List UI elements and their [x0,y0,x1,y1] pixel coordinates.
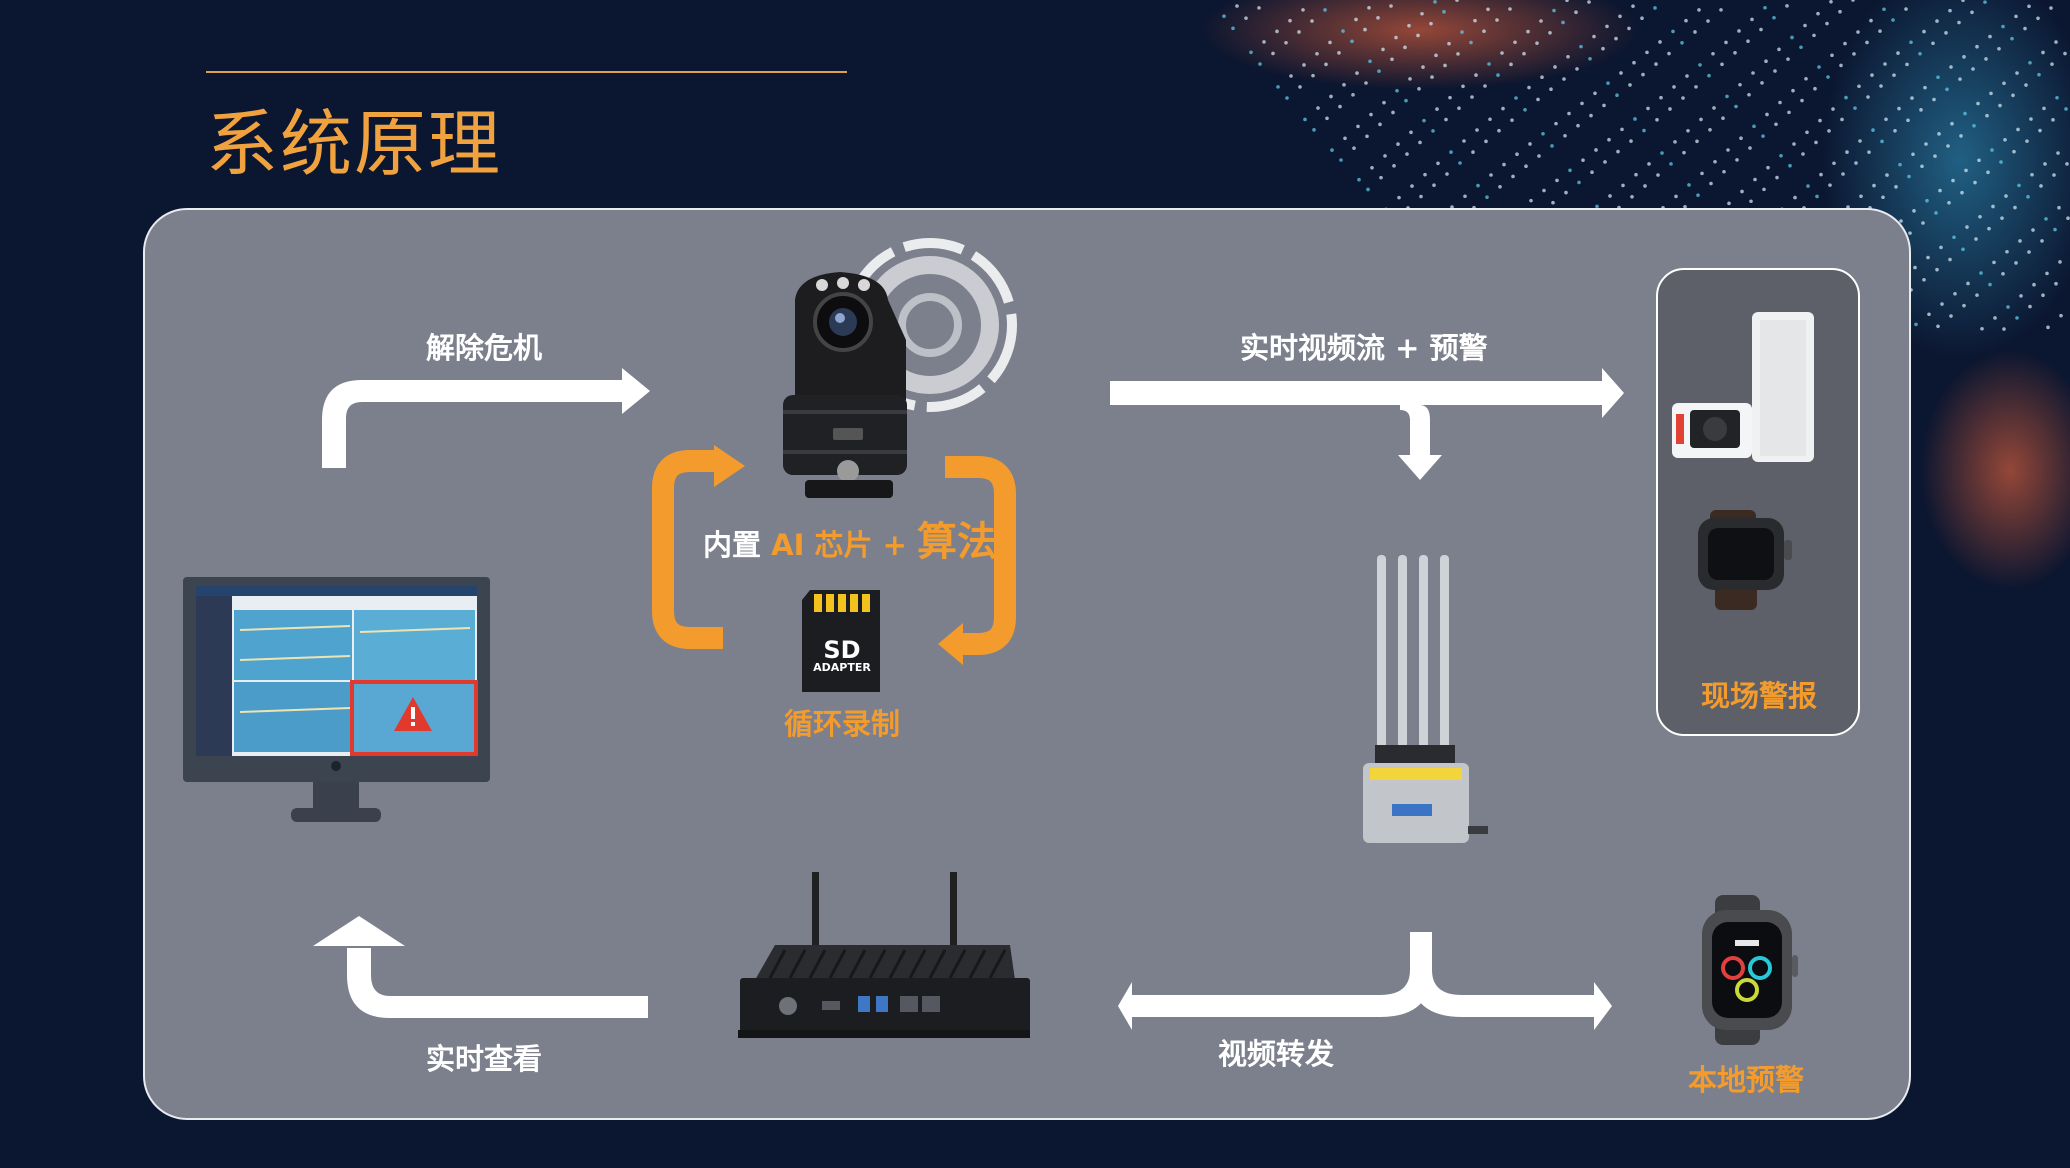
title-underline [206,71,847,73]
sd-card-subtext: ADAPTER [813,661,871,674]
arrow-video-forward [1118,932,1612,1030]
ptz-camera-icon [783,272,907,498]
label-video-forward: 视频转发 [1218,1037,1335,1071]
sd-card-text: SD [823,636,861,664]
label-resolve-crisis: 解除危机 [426,331,543,365]
label-local-warning: 本地预警 [1688,1063,1805,1097]
label-builtin-ai: 内置 AI 芯片 + 算法 [703,522,997,562]
label-loop-recording: 循环录制 [784,707,901,741]
monitor-icon [183,577,490,822]
server-box-icon [738,872,1030,1038]
label-realtime-view: 实时查看 [426,1042,543,1076]
arrow-realtime-stream [1110,368,1624,480]
sd-card-icon [802,590,880,692]
router-icon [1363,555,1488,843]
page-title: 系统原理 [206,102,503,186]
arrow-realtime-view [313,916,648,1018]
arrow-resolve-crisis [322,368,650,468]
alert-box [1656,268,1860,736]
label-realtime-stream: 实时视频流 + 预警 [1240,331,1488,365]
label-ai-chip: AI 芯片 [771,528,873,562]
smartwatch-icon [1702,895,1798,1045]
label-algorithm: 算法 [917,519,997,565]
label-onsite-alarm: 现场警报 [1701,679,1818,713]
dot-pattern [1222,0,2070,331]
label-plus: + [882,528,907,562]
orange-loop-arrows [652,450,1016,655]
label-builtin: 内置 [703,528,762,562]
